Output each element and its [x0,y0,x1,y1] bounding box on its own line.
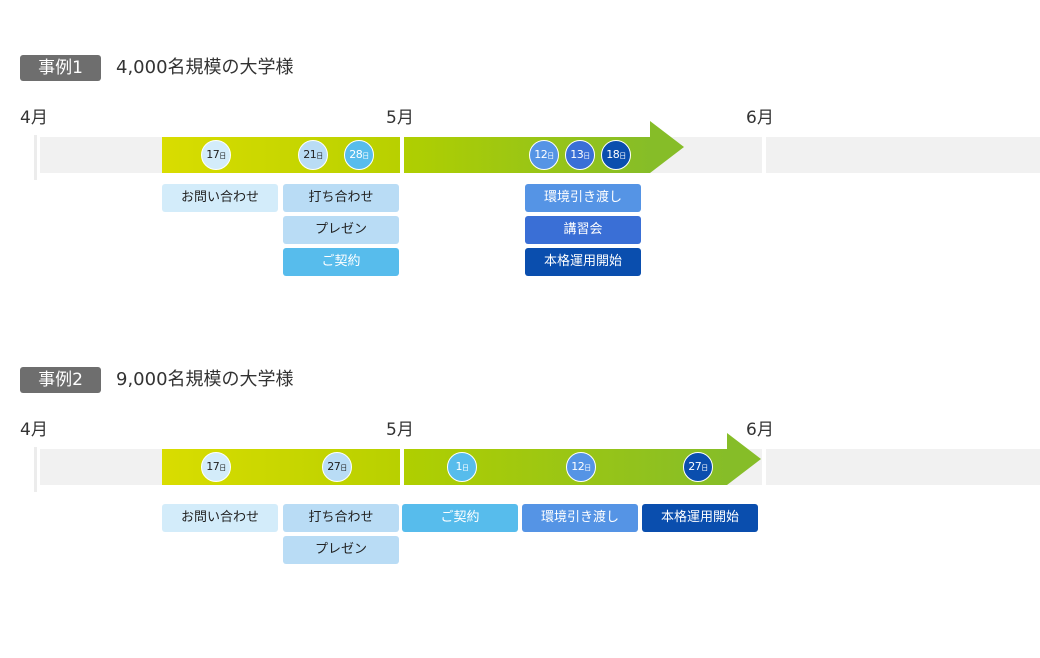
case-2: 事例2 9,000名規模の大学様 4月 5月 6月 17日 27日 1日 12日… [0,367,1040,597]
step-launch: 本格運用開始 [642,504,758,532]
timeline-track-june [766,137,1040,173]
step-meeting: 打ち合わせ [283,504,399,532]
case-title: 9,000名規模の大学様 [116,369,294,390]
date-day: 17 [206,460,220,473]
month-label-june: 6月 [746,108,774,128]
date-unit: 日 [462,464,469,472]
date-day: 12 [534,148,548,161]
date-unit: 日 [701,464,708,472]
date-day: 17 [206,148,220,161]
date-marker: 13日 [565,140,595,170]
case-badge: 事例2 [20,367,101,393]
date-marker: 12日 [529,140,559,170]
date-unit: 日 [340,464,347,472]
timeline-start-line [34,135,37,180]
month-label-may: 5月 [386,108,414,128]
date-marker: 12日 [566,452,596,482]
date-unit: 日 [362,152,369,160]
progress-arrow-head [727,433,761,485]
date-marker: 17日 [201,452,231,482]
step-training: 講習会 [525,216,641,244]
date-day: 12 [571,460,585,473]
progress-arrow-head [650,121,684,173]
date-unit: 日 [583,152,590,160]
date-unit: 日 [547,152,554,160]
step-inquiry: お問い合わせ [162,184,278,212]
month-label-april: 4月 [20,108,48,128]
month-label-may: 5月 [386,420,414,440]
step-contract: ご契約 [402,504,518,532]
date-marker: 28日 [344,140,374,170]
date-day: 28 [349,148,363,161]
date-unit: 日 [219,464,226,472]
date-unit: 日 [619,152,626,160]
step-inquiry: お問い合わせ [162,504,278,532]
date-marker: 27日 [683,452,713,482]
step-contract: ご契約 [283,248,399,276]
date-marker: 17日 [201,140,231,170]
case-title: 4,000名規模の大学様 [116,57,294,78]
step-handover: 環境引き渡し [522,504,638,532]
month-label-april: 4月 [20,420,48,440]
case-1: 事例1 4,000名規模の大学様 4月 5月 6月 17日 21日 28日 12… [0,55,1040,285]
date-marker: 21日 [298,140,328,170]
date-day: 21 [303,148,317,161]
date-marker: 27日 [322,452,352,482]
date-day: 27 [688,460,702,473]
date-day: 1 [455,460,463,473]
date-unit: 日 [219,152,226,160]
date-unit: 日 [316,152,323,160]
date-day: 27 [327,460,341,473]
step-presentation: プレゼン [283,216,399,244]
step-presentation: プレゼン [283,536,399,564]
date-day: 18 [606,148,620,161]
step-meeting: 打ち合わせ [283,184,399,212]
timeline-start-line [34,447,37,492]
date-unit: 日 [584,464,591,472]
case-badge: 事例1 [20,55,101,81]
step-handover: 環境引き渡し [525,184,641,212]
date-marker: 18日 [601,140,631,170]
date-day: 13 [570,148,584,161]
progress-bar-april [162,449,400,485]
step-launch: 本格運用開始 [525,248,641,276]
date-marker: 1日 [447,452,477,482]
timeline-track-june [766,449,1040,485]
